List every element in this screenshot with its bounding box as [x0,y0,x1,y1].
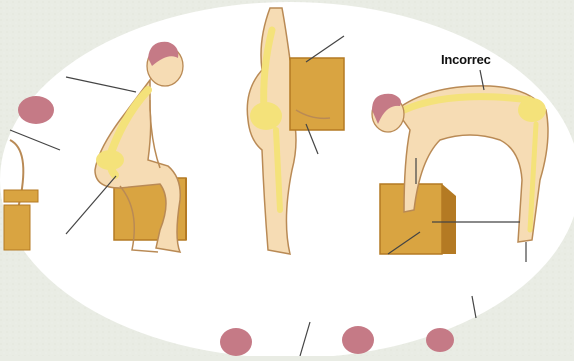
box [290,58,344,130]
incorrect-label: Incorrec [441,52,491,67]
